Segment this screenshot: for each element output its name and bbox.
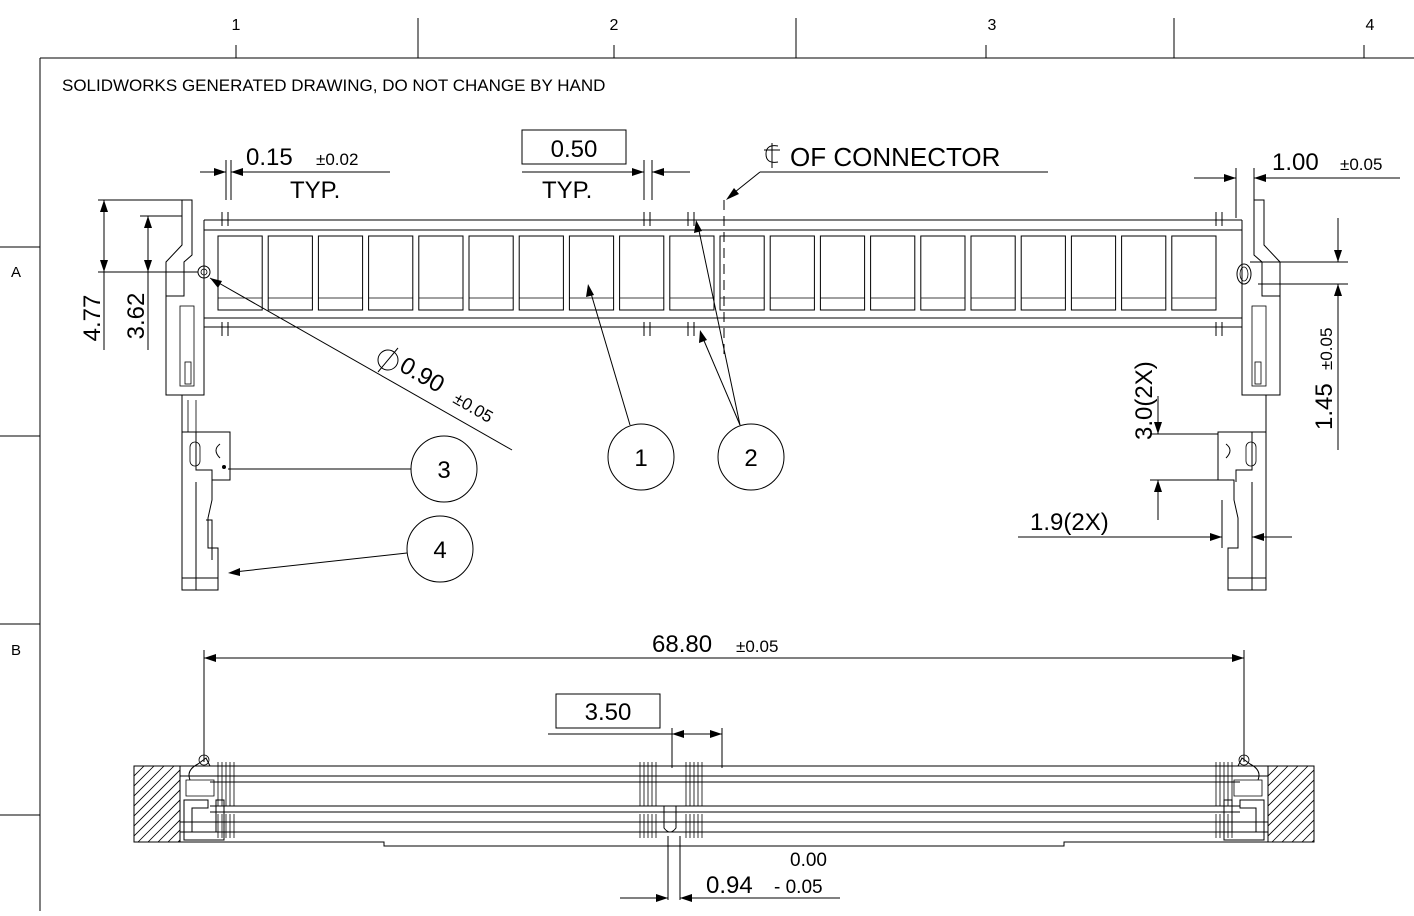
dim-slot-width-tol: ±0.02 [316,150,358,169]
dim-key-width-tol-lower: - 0.05 [774,877,823,898]
dim-height-hole: 3.62 [123,293,150,340]
dim-slot-width-note: TYP. [290,177,340,204]
dim-key-width [620,894,840,902]
zone-label-1: 1 [232,17,241,34]
dim-latch-width [1018,500,1292,548]
drawing-note: SOLIDWORKS GENERATED DRAWING, DO NOT CHA… [62,76,605,95]
dim-hole-offset-tol: ±0.05 [1317,328,1336,370]
border-frame [0,18,1414,911]
dim-height-total: 4.77 [79,295,106,342]
dim-overall-length [203,650,1245,762]
balloon-3-label: 3 [437,457,450,484]
connector-top-view [165,199,1281,591]
contact-cell [267,235,313,311]
hole-diameter-leader [209,277,513,451]
contact-cell [769,235,815,311]
dim-key-position-value: 3.50 [585,699,632,726]
contact-cell [468,235,514,311]
contact-cell [1171,235,1217,311]
balloon-1 [586,284,675,491]
hole-dia-tol: ±0.05 [450,389,496,427]
contact-cell [719,235,765,311]
dim-right-offset-tol: ±0.05 [1340,155,1382,174]
dim-latch-spacing-value: 3.0(2X) [1131,361,1158,440]
dim-overall-length-value: 68.80 [652,631,712,658]
dim-key-position [548,693,723,768]
connector-side-view [133,754,1315,900]
hole-dia-value: 0.90 [395,352,449,399]
dim-hole-offset-value: 1.45 [1311,383,1338,430]
contact-cell [1020,235,1066,311]
contact-cell [870,235,916,311]
contact-cell [970,235,1016,311]
dim-right-offset-value: 1.00 [1272,149,1319,176]
contact-cell [619,235,665,311]
balloon-3 [228,435,478,503]
zone-label-a: A [11,264,21,281]
contact-cell [1121,235,1167,311]
contact-cell [418,235,464,311]
balloon-4-label: 4 [433,537,446,564]
balloon-2 [694,220,785,491]
dim-slot-width [200,160,390,200]
contact-cell [568,235,615,311]
dim-pitch-value: 0.50 [551,136,598,163]
contact-cell [368,235,414,311]
dim-latch-spacing [1150,396,1218,520]
centerline-callout [726,143,1048,200]
contact-cell [317,235,364,311]
dim-latch-width-value: 1.9(2X) [1030,509,1109,536]
contact-cell [920,235,966,311]
zone-label-b: B [11,642,21,659]
dim-right-offset [1194,168,1400,218]
balloon-1-label: 1 [634,445,647,472]
contact-cell [1070,235,1117,311]
zone-label-3: 3 [988,17,997,34]
zone-label-2: 2 [610,17,619,34]
balloon-4 [228,515,474,583]
dim-slot-width-value: 0.15 [246,144,293,171]
dim-key-width-tol-upper: 0.00 [790,850,827,871]
zone-label-4: 4 [1366,17,1375,34]
dim-pitch [521,129,690,200]
contact-cell [819,235,866,311]
centerline-label: OF CONNECTOR [790,142,1000,172]
contact-cell [669,235,715,311]
balloon-2-label: 2 [744,445,757,472]
dim-overall-length-tol: ±0.05 [736,637,778,656]
dim-heights [98,199,198,350]
contact-cell [217,235,263,311]
dim-hole-offset [1250,218,1348,450]
dim-pitch-note: TYP. [542,177,592,204]
contact-cell [518,235,564,311]
dim-key-width-value: 0.94 [706,872,753,899]
